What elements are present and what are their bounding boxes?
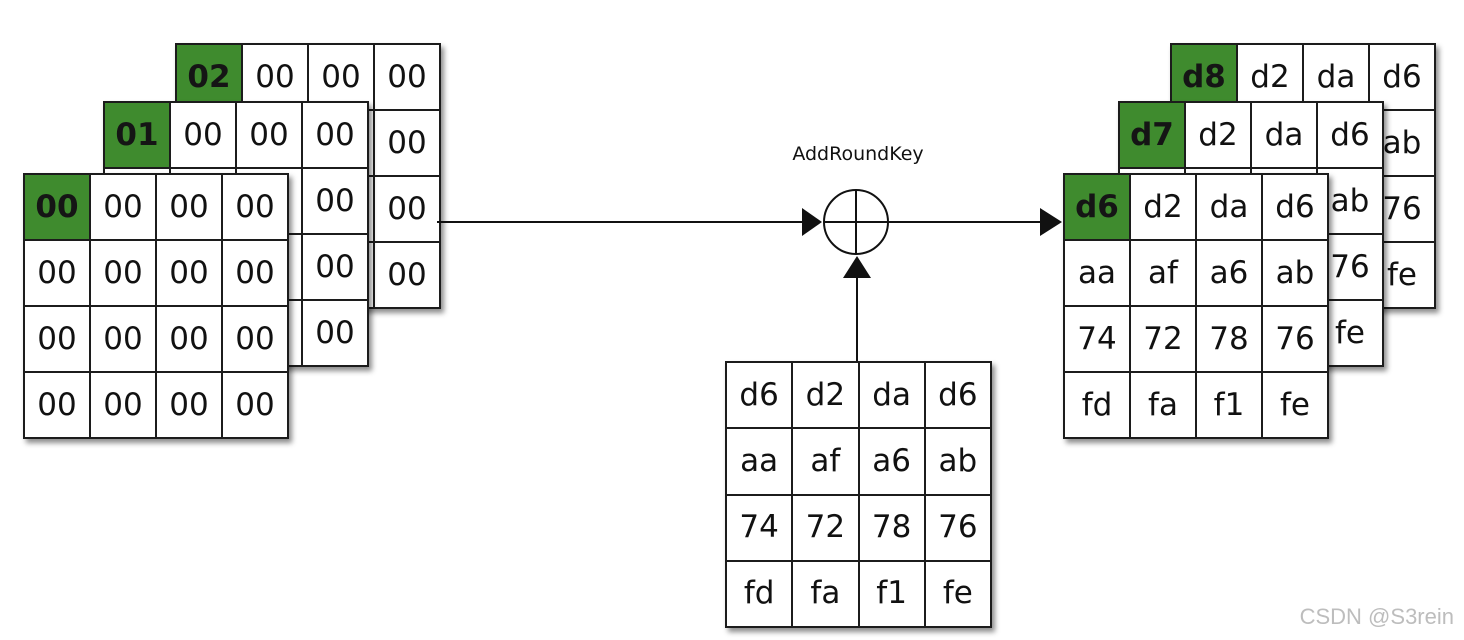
matrix-cell: d7 — [1120, 103, 1184, 167]
matrix-cell: 00 — [375, 243, 439, 307]
matrix-cell: 00 — [303, 169, 367, 233]
matrix-cell: da — [1197, 175, 1261, 239]
matrix-cell: a6 — [859, 429, 924, 494]
matrix-cell: f1 — [859, 561, 924, 626]
matrix-cell: 78 — [859, 495, 924, 560]
key-arrowhead — [843, 256, 871, 278]
matrix-cell: 72 — [793, 495, 858, 560]
matrix-cell: 74 — [727, 495, 792, 560]
matrix-cell: d2 — [1238, 45, 1302, 109]
matrix-cell: d8 — [1172, 45, 1236, 109]
matrix-cell: ab — [1263, 241, 1327, 305]
matrix-cell: fa — [1131, 373, 1195, 437]
matrix-cell: 72 — [1131, 307, 1195, 371]
matrix-cell: da — [1304, 45, 1368, 109]
matrix-cell: fe — [925, 561, 990, 626]
matrix-cell: d6 — [1065, 175, 1129, 239]
matrix-cell: 00 — [25, 175, 89, 239]
matrix-cell: 00 — [91, 175, 155, 239]
matrix-cell: fe — [1263, 373, 1327, 437]
watermark: CSDN @S3rein — [1299, 604, 1454, 629]
matrix-cell: 00 — [223, 307, 287, 371]
matrix-cell: 00 — [25, 373, 89, 437]
matrix-cell: 00 — [223, 175, 287, 239]
matrix-cell: 02 — [177, 45, 241, 109]
matrix-cell: da — [859, 363, 924, 428]
matrix-cell: d6 — [925, 363, 990, 428]
matrix-cell: fd — [727, 561, 792, 626]
matrix-cell: 00 — [223, 373, 287, 437]
matrix-cell: 78 — [1197, 307, 1261, 371]
matrix-cell: 76 — [925, 495, 990, 560]
matrix-cell: 00 — [91, 241, 155, 305]
matrix-cell: d6 — [1318, 103, 1382, 167]
matrix-cell: af — [1131, 241, 1195, 305]
matrix-cell: 00 — [91, 373, 155, 437]
matrix-cell: 00 — [157, 373, 221, 437]
matrix-cell: d2 — [793, 363, 858, 428]
matrix-cell: 00 — [375, 45, 439, 109]
matrix-cell: 00 — [375, 111, 439, 175]
matrix-cell: d2 — [1131, 175, 1195, 239]
operation-label: AddRoundKey — [792, 143, 924, 165]
matrix-cell: ab — [925, 429, 990, 494]
matrix-cell: 00 — [157, 241, 221, 305]
matrix-cell: fd — [1065, 373, 1129, 437]
matrix-cell: 00 — [243, 45, 307, 109]
matrix-cell: 00 — [157, 175, 221, 239]
matrix-cell: 00 — [25, 307, 89, 371]
matrix-cell: 00 — [223, 241, 287, 305]
matrix-cell: a6 — [1197, 241, 1261, 305]
matrix-cell: aa — [727, 429, 792, 494]
matrix-cell: 00 — [309, 45, 373, 109]
matrix-cell: 00 — [237, 103, 301, 167]
matrix-cell: d6 — [727, 363, 792, 428]
input-arrowhead — [802, 208, 822, 236]
matrix-cell: d6 — [1370, 45, 1434, 109]
matrix-cell: 00 — [375, 177, 439, 241]
matrix-cell: 76 — [1263, 307, 1327, 371]
matrix-cell: aa — [1065, 241, 1129, 305]
matrix-cell: 00 — [25, 241, 89, 305]
matrix-cell: 00 — [303, 235, 367, 299]
matrix-cell: d2 — [1186, 103, 1250, 167]
matrix-cell: ab — [1318, 169, 1382, 233]
matrix-cell: 00 — [171, 103, 235, 167]
matrix-cell: af — [793, 429, 858, 494]
output-arrowhead — [1040, 208, 1062, 236]
matrix-cell: d6 — [1263, 175, 1327, 239]
matrix-cell: 00 — [157, 307, 221, 371]
matrix-cell: fa — [793, 561, 858, 626]
matrix-cell: da — [1252, 103, 1316, 167]
matrix-cell: 01 — [105, 103, 169, 167]
matrix-cell: 00 — [303, 103, 367, 167]
matrix-cell: 74 — [1065, 307, 1129, 371]
matrix-cell: 00 — [91, 307, 155, 371]
matrix-cell: 00 — [303, 301, 367, 365]
matrix-cell: f1 — [1197, 373, 1261, 437]
